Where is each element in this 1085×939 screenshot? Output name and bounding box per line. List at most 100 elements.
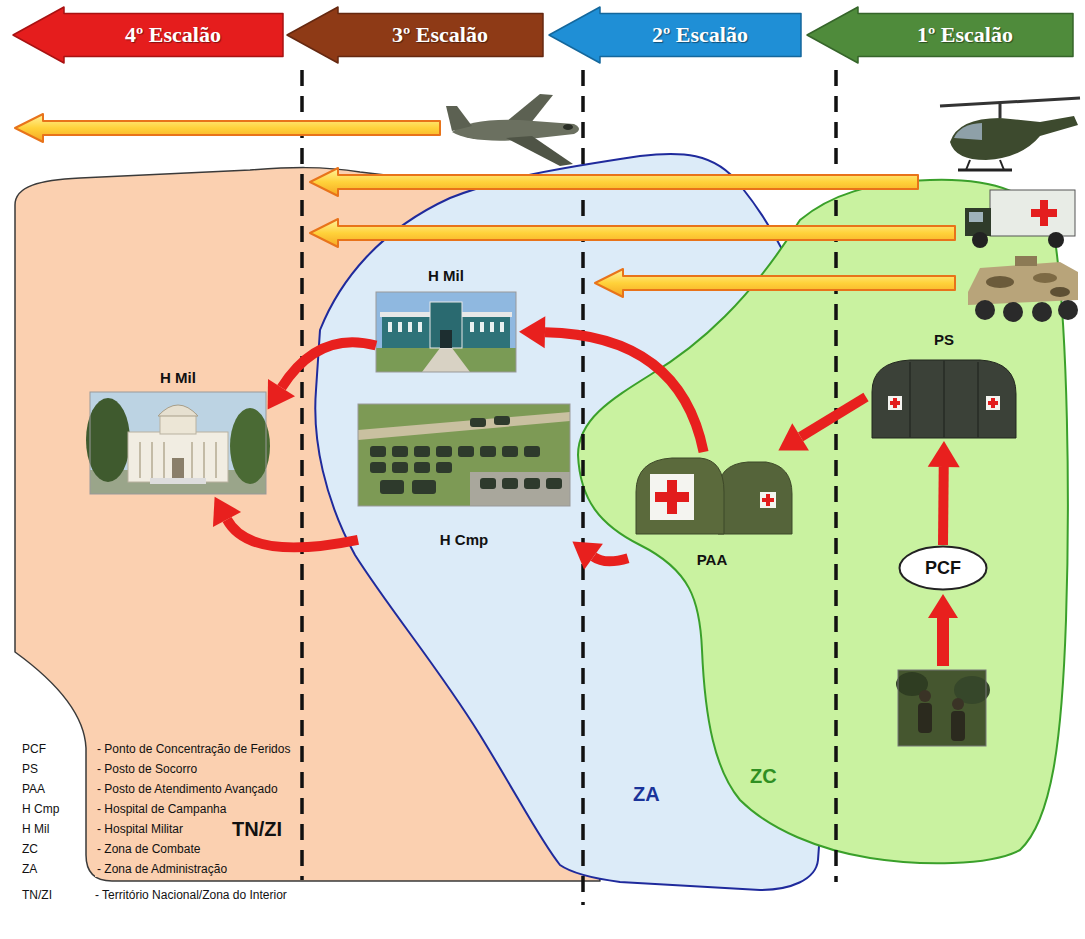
hospital-photo-part [86, 398, 130, 482]
casualty-point-label: PCF [925, 558, 961, 579]
field-hospital-photo-part-part [392, 462, 408, 473]
field-hospital-photo-part-part [370, 446, 386, 457]
helicopter-part [1000, 160, 1004, 170]
cargo-plane-part [563, 124, 573, 130]
hospital-photo-part [230, 408, 270, 484]
echelon-arrow-outline [807, 7, 1073, 63]
echelon-arrow: 4º Escalão [12, 6, 284, 64]
legend-definition: - Ponto de Concentração de Feridos [95, 742, 292, 757]
echelon-arrow: 3º Escalão [286, 6, 544, 64]
advanced-post-tent-part [650, 474, 694, 520]
armored-vehicle-part [975, 300, 995, 320]
legend-abbreviation: ZA [22, 862, 37, 877]
arrow-shaft [938, 467, 949, 545]
field-hospital-photo-part-part [470, 418, 486, 427]
zone-label-holder: TN/ZI [232, 818, 282, 841]
legend-row-holder: H Mil [22, 822, 49, 837]
helicopter-part [999, 104, 1002, 118]
hospital-photo-part-part [408, 322, 412, 332]
field-hospital-photo-part-part [458, 446, 474, 457]
soldiers-photo [896, 670, 990, 746]
echelon-label: 3º Escalão [392, 22, 488, 48]
echelon-label: 4º Escalão [125, 22, 221, 48]
legend-definition: - Zona de Administração [95, 862, 229, 877]
legend-abbreviation: H Mil [22, 822, 49, 837]
hospital-photo-part-part [398, 322, 402, 332]
field-hospital-photo-part-part [392, 446, 408, 457]
armored-vehicle-part [968, 262, 1078, 305]
legend-definition: - Zona de Combate [95, 842, 202, 857]
hospital-photo-part [376, 348, 516, 372]
legend-row-holder: - Ponto de Concentração de Feridos [95, 742, 292, 757]
field-hospital-photo-part-part [436, 446, 452, 457]
facility-label: H Mil [428, 266, 464, 286]
legend-row-holder: PS [22, 762, 38, 777]
field-hospital-photo-part-part [380, 480, 404, 494]
advanced-post-tent-part [718, 462, 792, 534]
hospital-photo-part [90, 392, 266, 494]
zone-region-outline [578, 180, 1068, 863]
zone-region-outline [315, 154, 830, 890]
legend-row-holder: ZA [22, 862, 37, 877]
legend-definition: - Posto de Atendimento Avançado [95, 782, 280, 797]
aid-station-tent-part [986, 396, 1000, 410]
field-hospital-photo-part-part [494, 416, 510, 425]
hospital-photo-part-part [470, 322, 474, 332]
soldiers-photo-part [919, 690, 931, 702]
ambulance-part [1048, 232, 1064, 248]
legend-row-holder: H Cmp [22, 802, 59, 817]
hospital-photo-part-part [151, 442, 153, 478]
echelon-divider-part [834, 70, 838, 882]
ambulance-part [969, 212, 983, 222]
ambulance-part [990, 190, 1075, 236]
facility-label: PS [934, 330, 954, 350]
hospital-photo [376, 292, 516, 372]
hospital-photo-part [430, 302, 462, 348]
field-hospital-photo-part-part [480, 446, 496, 457]
hospital-photo [86, 392, 270, 494]
armored-vehicle-part [1050, 287, 1070, 297]
echelon-arrow: 2º Escalão [548, 6, 802, 64]
aid-station-tent-part [910, 360, 978, 438]
soldiers-photo-part [951, 711, 965, 741]
facility-label: PAA [697, 550, 728, 570]
ambulance-part [1031, 209, 1057, 217]
field-hospital-photo-part-part [502, 446, 518, 457]
echelon-arrow-outline [287, 7, 543, 63]
legend-row-holder: ZC [22, 842, 38, 857]
helicopter-part [954, 123, 982, 140]
hospital-photo-part [376, 292, 516, 372]
zone-label-holder: ZA [633, 783, 660, 806]
soldiers-photo-part [918, 703, 932, 733]
hospital-photo-part-part [139, 442, 141, 478]
zone-label: ZC [750, 765, 777, 788]
cargo-plane [446, 94, 579, 166]
field-hospital-photo-part-part [370, 462, 386, 473]
ambulance-part [965, 208, 991, 236]
helicopter [940, 98, 1080, 170]
echelon-label: 1º Escalão [917, 22, 1013, 48]
field-hospital-photo-part-part [502, 478, 518, 489]
field-hospital-photo [358, 404, 570, 506]
aid-station-tent-part [888, 396, 902, 410]
casualty-point-ellipse: PCF [898, 545, 988, 591]
field-hospital-photo-part-part [412, 480, 436, 494]
field-hospital-photo-part [358, 404, 570, 506]
hospital-photo-part-part [203, 442, 205, 478]
hospital-photo-part [422, 348, 470, 372]
field-hospital-photo-part [470, 472, 570, 506]
armored-vehicle-part [1003, 302, 1023, 322]
aid-station-tent-part [890, 401, 900, 405]
field-hospital-photo-part-part [436, 462, 452, 473]
aid-station-tent-part [872, 360, 1016, 438]
hospital-photo-part-part [163, 442, 165, 478]
echelon-arrow-outline [13, 7, 283, 63]
aid-station-tent-part [988, 401, 998, 405]
legend-row-holder: - Território Nacional/Zona do Interior [95, 888, 287, 903]
legend-definition: - Hospital de Campanha [95, 802, 228, 817]
field-hospital-photo-part-part [414, 446, 430, 457]
field-hospital-photo-part [370, 416, 562, 494]
armored-vehicle-part [986, 276, 1014, 288]
cargo-plane-part [506, 94, 553, 124]
